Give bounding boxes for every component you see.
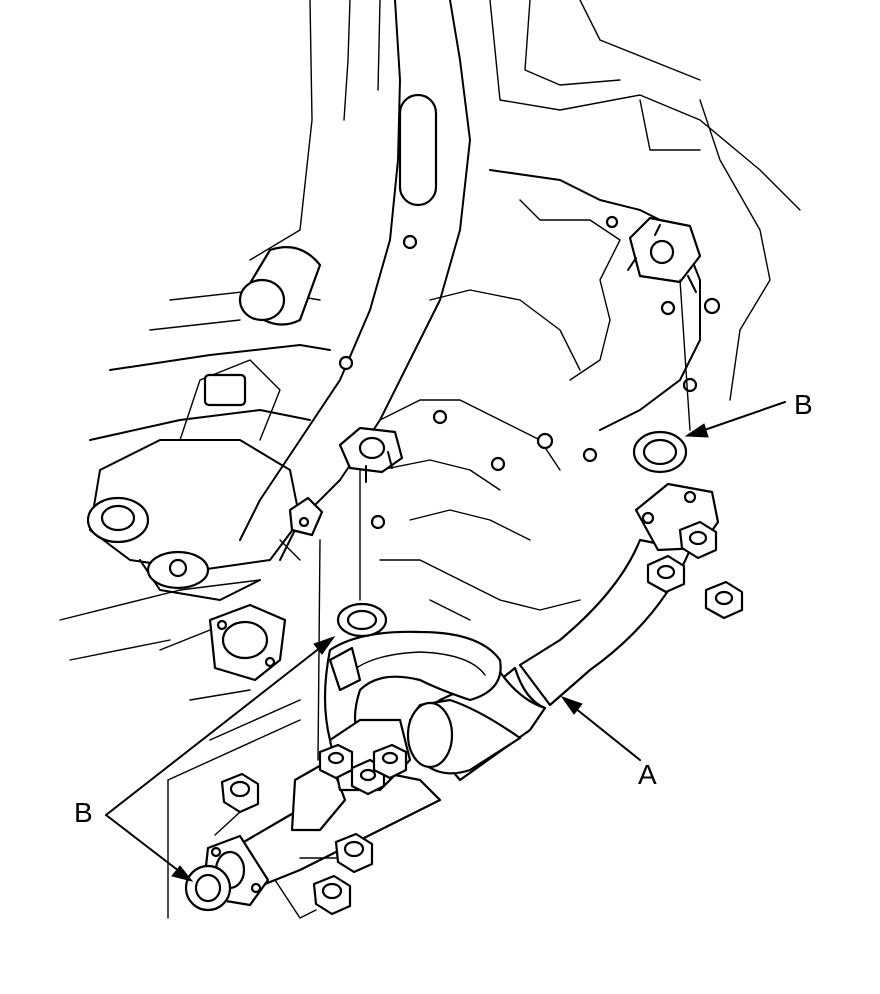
nut (646, 554, 686, 594)
alignment-guides (167, 279, 691, 919)
gasket-right (632, 430, 688, 474)
nut (372, 743, 408, 780)
callouts: A B B (74, 389, 813, 882)
nut (678, 520, 718, 560)
vehicle-underbody (59, 0, 801, 741)
fasteners (184, 430, 744, 919)
nut (220, 772, 260, 814)
nut (704, 580, 744, 620)
callout-label-b-right: B (794, 389, 813, 420)
callout-label-b-left: B (74, 797, 93, 828)
nut (318, 743, 354, 780)
nut (334, 832, 374, 874)
callout-label-a: A (638, 759, 657, 790)
gasket-left (184, 864, 232, 912)
nut (312, 874, 352, 916)
exhaust-pipe (203, 482, 720, 907)
gasket-center (336, 602, 388, 638)
